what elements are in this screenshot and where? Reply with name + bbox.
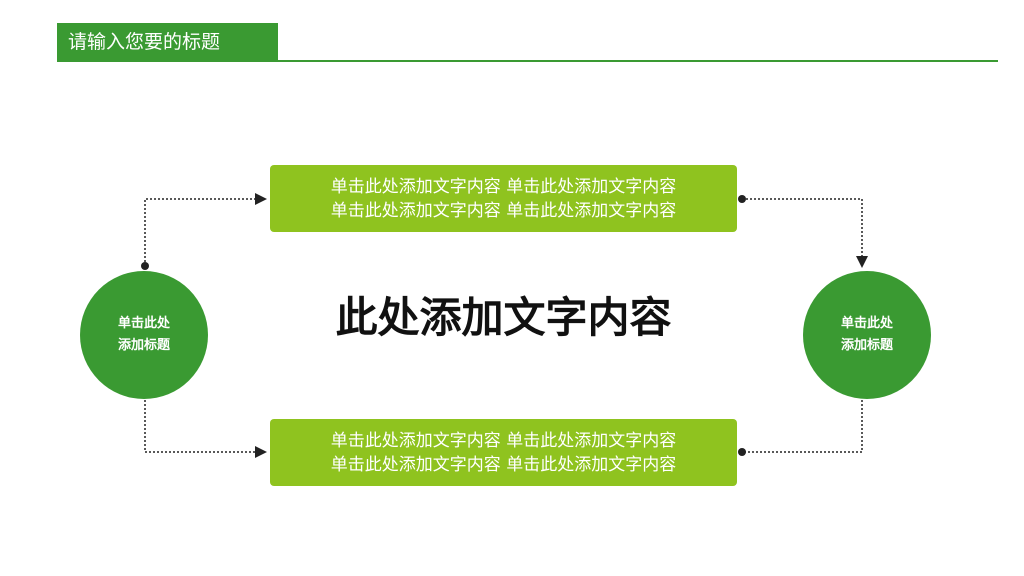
bottom-box-line-2: 单击此处添加文字内容 单击此处添加文字内容 [330,454,677,475]
connector-left-to-bottom [144,400,267,458]
right-circle-line-1: 单击此处 [840,316,893,331]
connector-dot-bottom-right [738,448,746,456]
connector-top-to-right [742,198,868,268]
connector-dot-top-right [738,195,746,203]
left-circle-line-2: 添加标题 [117,338,170,353]
right-circle[interactable]: 单击此处 添加标题 [803,271,931,399]
title-underline [57,60,998,62]
right-circle-line-2: 添加标题 [840,338,893,353]
page-title-text: 请输入您要的标题 [68,31,221,53]
bottom-text-box[interactable]: 单击此处添加文字内容 单击此处添加文字内容 单击此处添加文字内容 单击此处添加文… [270,419,737,486]
connector-dot-left-top [141,262,149,270]
left-circle[interactable]: 单击此处 添加标题 [80,271,208,399]
connector-left-to-top [144,193,267,266]
left-circle-line-1: 单击此处 [117,316,170,331]
bottom-box-line-1: 单击此处添加文字内容 单击此处添加文字内容 [330,430,677,451]
top-box-line-1: 单击此处添加文字内容 单击此处添加文字内容 [330,176,677,197]
top-text-box[interactable]: 单击此处添加文字内容 单击此处添加文字内容 单击此处添加文字内容 单击此处添加文… [270,165,737,232]
connector-right-to-bottom [742,400,863,453]
center-title[interactable]: 此处添加文字内容 [335,293,672,342]
top-box-line-2: 单击此处添加文字内容 单击此处添加文字内容 [330,200,677,221]
page-title[interactable]: 请输入您要的标题 [57,23,278,61]
